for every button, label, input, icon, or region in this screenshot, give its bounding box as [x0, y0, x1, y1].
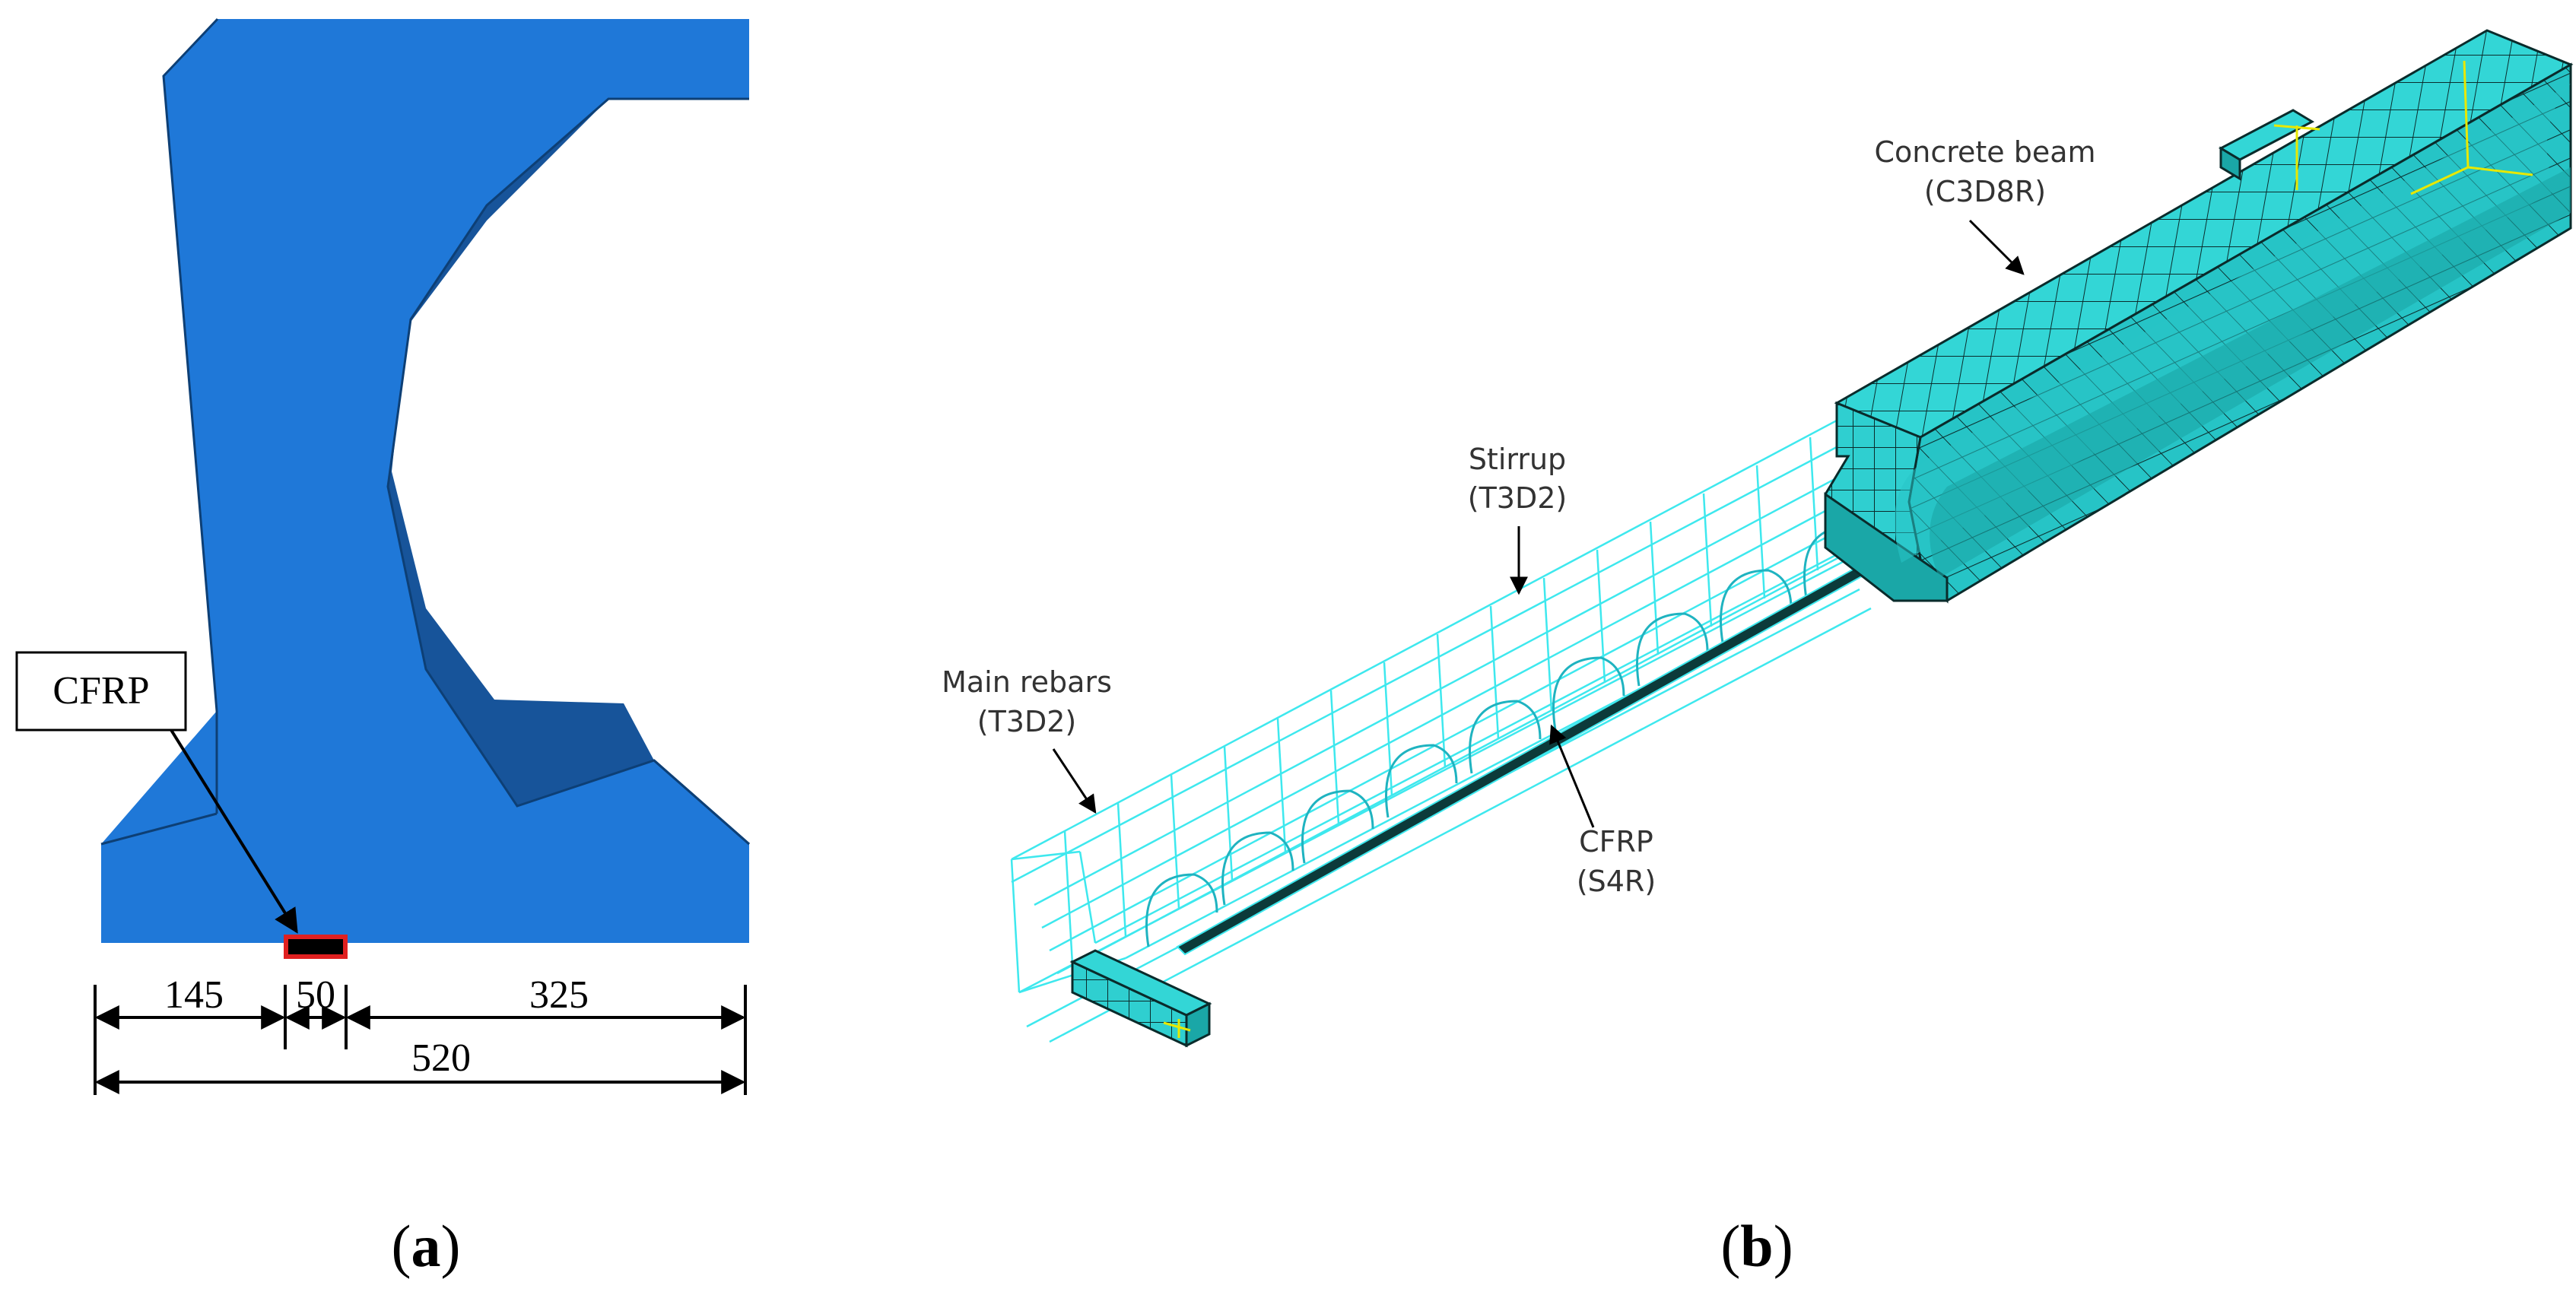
concrete-arrow	[1968, 219, 2025, 275]
panel-label-b: (b)	[1720, 1213, 1793, 1279]
panel-label-a: (a)	[392, 1213, 461, 1279]
section-face	[101, 19, 749, 943]
dim-145: 145	[164, 973, 224, 1017]
concrete-type: (C3D8R)	[1924, 175, 2046, 208]
concrete-label: Concrete beam	[1874, 135, 2095, 169]
cfrp-leader-arrow	[170, 728, 298, 934]
dimension-lines	[94, 985, 747, 1095]
stirrup-type: (T3D2)	[1468, 481, 1567, 515]
panel-b-fe-model: Concrete beam (C3D8R) Stirrup (T3D2) Mai…	[942, 29, 2574, 1279]
section-cavity-outline	[386, 97, 750, 846]
boundary-markers-bottom	[1163, 1019, 1191, 1038]
panel-a-cross-section: CFRP 145 50 325 520 (a)	[15, 17, 750, 1279]
loading-plate	[2218, 109, 2315, 181]
dim-520: 520	[411, 1036, 471, 1080]
rebar-type: (T3D2)	[977, 705, 1076, 738]
cfrp-label-text: CFRP	[52, 669, 149, 713]
support-block	[1069, 949, 1212, 1048]
cfrp-label-b: CFRP	[1579, 825, 1653, 859]
cfrp-strip	[284, 935, 348, 959]
dim-325: 325	[529, 973, 589, 1017]
cfrp-label-box	[15, 651, 187, 732]
rebar-cage-wireframe	[1010, 413, 1918, 1043]
rebar-arrow	[1052, 748, 1097, 814]
section-edge-lines	[100, 17, 750, 846]
cfrp-type-b: (S4R)	[1577, 865, 1656, 898]
section-inner-shadow	[388, 99, 654, 806]
rebar-label: Main rebars	[942, 665, 1112, 699]
concrete-beam-mesh	[1824, 29, 2574, 604]
cfrp-plate	[1176, 554, 1888, 956]
cfrp-arrow-b	[1549, 724, 1595, 828]
dim-50: 50	[296, 973, 335, 1017]
boundary-markers-top	[2273, 60, 2533, 195]
stirrup-label: Stirrup	[1469, 443, 1566, 476]
